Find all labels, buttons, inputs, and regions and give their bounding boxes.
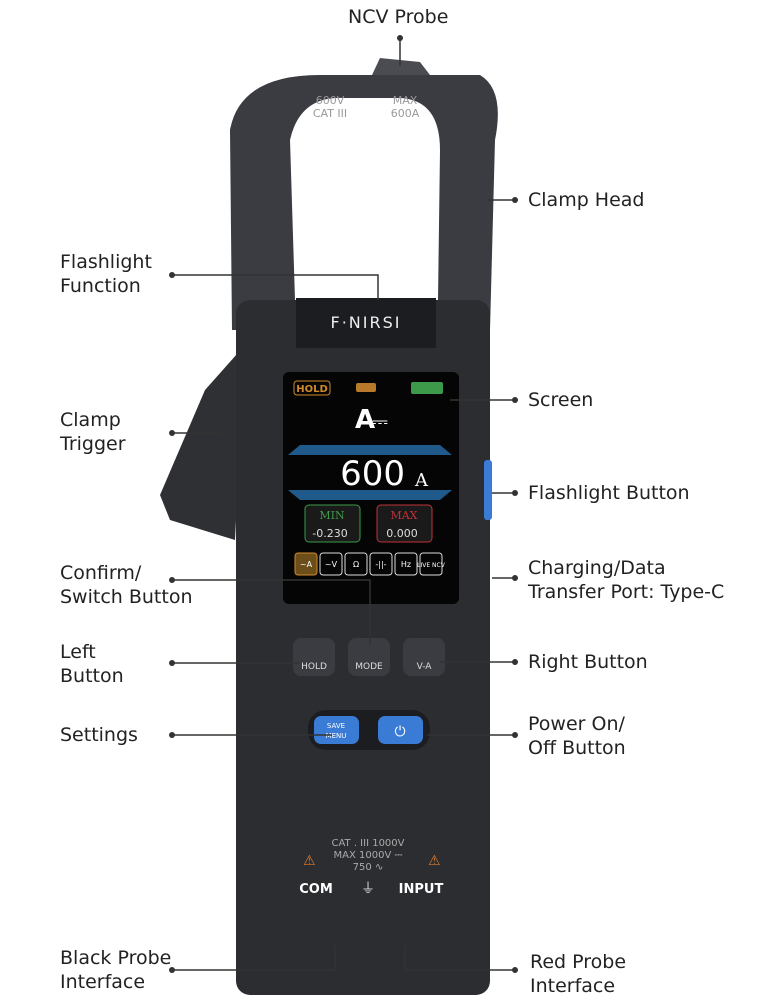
min-value: -0.230: [312, 527, 347, 540]
callout-ncv-probe: NCV Probe: [348, 6, 449, 28]
com-label: COM: [299, 882, 333, 897]
screen: [283, 372, 459, 604]
main-reading: 600: [340, 454, 405, 494]
max-value: 0.000: [386, 527, 418, 540]
ground-icon: ⏚: [361, 881, 375, 897]
brand-logo: F·NIRSI: [331, 313, 402, 332]
input-label: INPUT: [399, 882, 444, 897]
svg-text:SAVE: SAVE: [327, 722, 345, 730]
min-label: MIN: [319, 509, 345, 522]
ratings: CAT . III 1000V MAX 1000V ⎓ 750 ∿: [331, 838, 404, 873]
power-icon: ⏻: [394, 724, 405, 740]
va-right-button[interactable]: [403, 638, 445, 676]
flashlight-button[interactable]: [484, 460, 492, 520]
callout-lines: [172, 38, 515, 971]
callout-screen: Screen: [528, 389, 594, 411]
svg-text:CAT . III 1000V: CAT . III 1000V: [331, 838, 404, 849]
save-menu-button[interactable]: [314, 716, 359, 744]
callout-flashlight-button: Flashlight Button: [528, 482, 690, 504]
svg-text:Ω: Ω: [353, 560, 359, 569]
flashlight-icon: [356, 383, 376, 392]
max-label: MAX: [390, 509, 417, 522]
svg-text:MENU: MENU: [326, 732, 347, 740]
main-unit: A: [414, 470, 429, 491]
callout-flashlight-function: Flashlight Function: [60, 251, 152, 297]
callout-power-button: Power On/ Off Button: [528, 713, 626, 759]
warning-icon: ⚠: [428, 853, 441, 869]
svg-text:MAX 1000V ⎓: MAX 1000V ⎓: [334, 850, 403, 861]
callout-confirm-switch: Confirm/ Switch Button: [60, 562, 193, 608]
callout-left-button: Left Button: [60, 641, 124, 687]
svg-text:LIVE NCV: LIVE NCV: [417, 562, 446, 569]
warning-icon: ⚠: [303, 853, 316, 869]
callout-black-probe: Black Probe Interface: [60, 947, 172, 993]
callout-settings: Settings: [60, 724, 138, 746]
svg-text:HOLD: HOLD: [301, 662, 327, 672]
hold-left-button[interactable]: [293, 638, 335, 676]
callout-charging-port: Charging/Data Transfer Port: Type-C: [528, 557, 725, 603]
callout-clamp-trigger: Clamp Trigger: [60, 409, 126, 455]
svg-text:MODE: MODE: [355, 662, 383, 672]
callout-right-button: Right Button: [528, 651, 648, 673]
ncv-probe: [372, 58, 430, 75]
mode-icon-row: ~A ~V Ω -||- Hz LIVE NCV: [294, 552, 446, 576]
clamp-trigger: [160, 345, 245, 540]
dc-symbol-icon: ⎓: [372, 409, 388, 433]
svg-text:-||-: -||-: [375, 560, 386, 569]
svg-text:~A: ~A: [300, 560, 313, 569]
svg-text:750 ∿: 750 ∿: [353, 862, 384, 873]
mode-button[interactable]: [348, 638, 390, 676]
power-button[interactable]: [378, 716, 423, 744]
callout-red-probe: Red Probe Interface: [530, 951, 627, 997]
svg-text:Hz: Hz: [401, 560, 411, 569]
mode-label: A: [355, 405, 375, 435]
callout-clamp-head: Clamp Head: [528, 189, 645, 211]
svg-text:~V: ~V: [325, 560, 338, 569]
battery-icon: [411, 382, 443, 394]
svg-text:V-A: V-A: [417, 662, 433, 672]
hold-indicator: HOLD: [296, 384, 328, 395]
